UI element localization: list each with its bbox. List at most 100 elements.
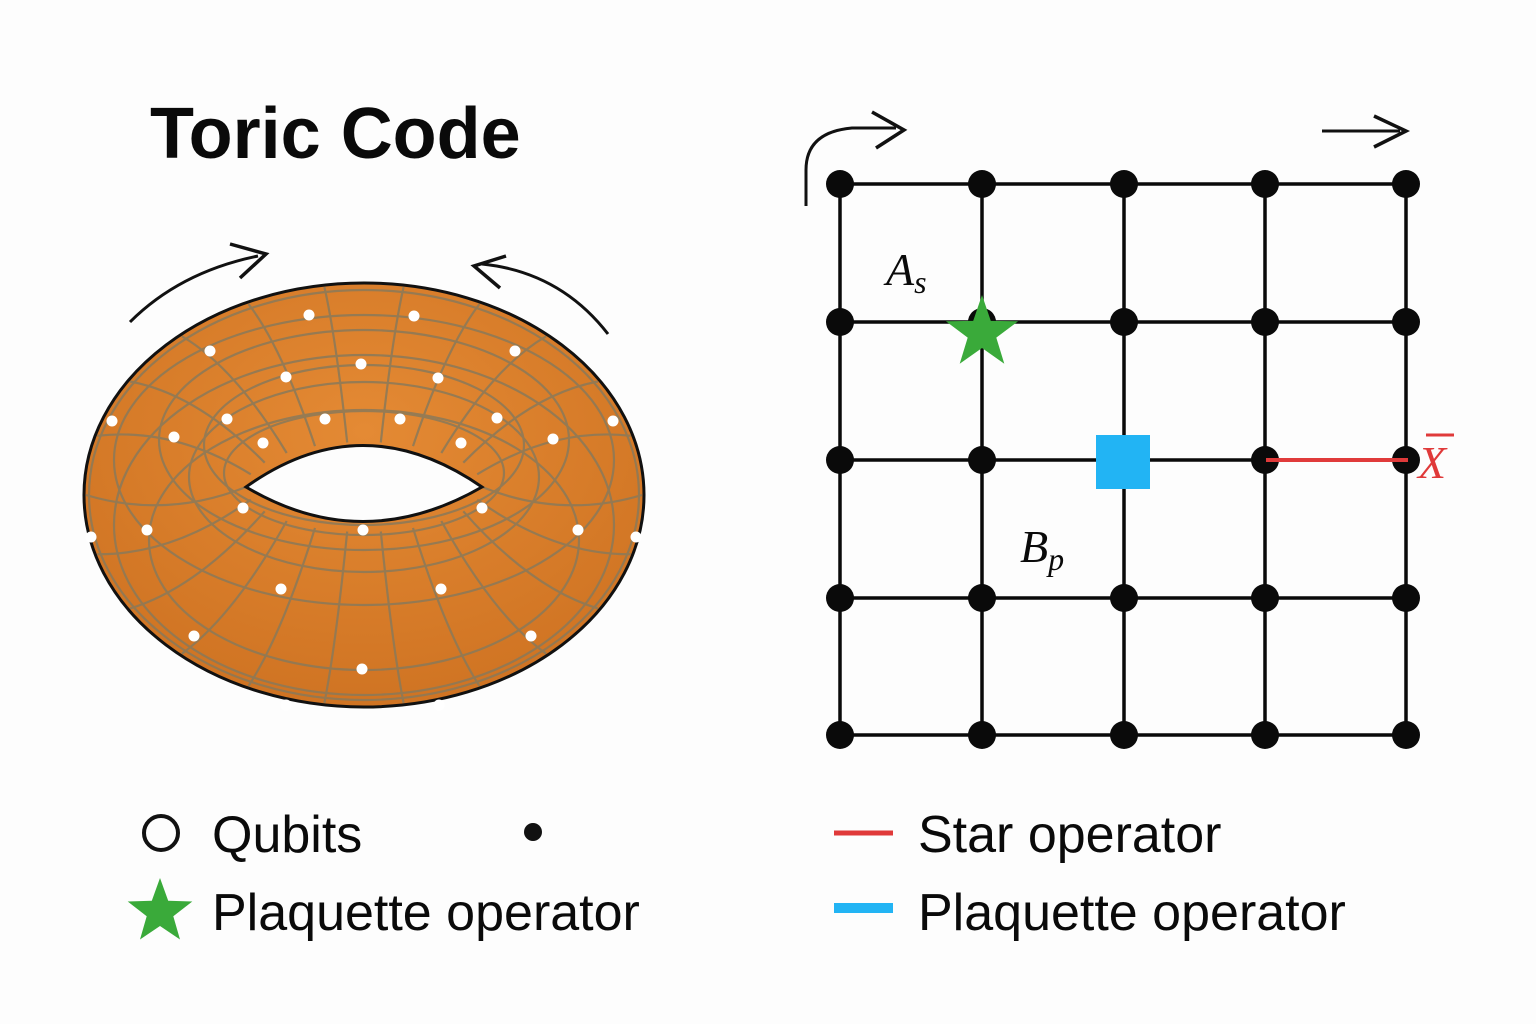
- qubit-dot: [491, 412, 503, 424]
- torus-grid-meridian: [323, 531, 349, 704]
- qubit-dot: [106, 415, 118, 427]
- torus-grid-meridian: [462, 380, 599, 464]
- square-icon: [1096, 435, 1150, 489]
- torus-grid-ring: [112, 313, 616, 607]
- torus-grid-ring: [157, 328, 571, 552]
- torus-grid-meridian: [481, 485, 643, 507]
- qubit-dot: [394, 413, 406, 425]
- qubit-dot: [188, 630, 200, 642]
- page-title: Toric Code: [150, 94, 521, 174]
- lattice-vertex: [968, 170, 996, 198]
- torus-grid-meridian: [379, 531, 405, 704]
- legend-star-operator-label: Star operator: [918, 806, 1222, 864]
- plaquette-operator-label: Bp: [1020, 521, 1064, 577]
- torus-grid-meridian: [247, 303, 317, 447]
- qubit-dot: [455, 437, 467, 449]
- torus-grid-meridian: [476, 498, 631, 556]
- torus-grid-ring: [112, 353, 616, 697]
- qubit-dot: [607, 415, 619, 427]
- lattice-vertex: [826, 584, 854, 612]
- qubit-dot: [280, 699, 292, 711]
- qubit-dot: [408, 310, 420, 322]
- torus-grid-ring: [187, 380, 541, 574]
- lattice-vertex: [826, 721, 854, 749]
- rotation-arrow-right: [470, 254, 610, 335]
- arrow-icon: [1373, 114, 1411, 149]
- qubit-dot: [547, 433, 559, 445]
- torus-grid-meridian: [462, 510, 599, 610]
- lattice-vertex: [1110, 170, 1138, 198]
- qubit-dot: [433, 699, 445, 711]
- torus-grid-meridian: [181, 335, 288, 454]
- qubit-dot: [432, 372, 444, 384]
- torus: [82, 281, 646, 711]
- qubit-dot: [221, 413, 233, 425]
- qubit-dot: [141, 524, 153, 536]
- lattice-vertex: [1251, 584, 1279, 612]
- torus-grid-meridian: [411, 527, 481, 687]
- torus-grid-meridian: [129, 380, 266, 464]
- lattice-curved-arrow: [804, 110, 908, 206]
- lattice-vertex: [1251, 446, 1279, 474]
- torus-grid-meridian: [411, 303, 481, 447]
- star-icon: [127, 878, 193, 940]
- qubit-dot: [525, 630, 537, 642]
- lattice-vertex: [1392, 308, 1420, 336]
- logical-x-label: X: [1416, 433, 1454, 488]
- lattice-vertex: [826, 308, 854, 336]
- qubit-dot: [257, 437, 269, 449]
- qubit-dot: [168, 431, 180, 443]
- star-icon: [945, 295, 1019, 364]
- lattice-vertex: [968, 721, 996, 749]
- torus-hole-outline: [243, 444, 485, 523]
- lattice-vertex: [1251, 308, 1279, 336]
- arrow-icon: [470, 254, 507, 290]
- qubit-dot: [280, 371, 292, 383]
- torus-grid-meridian: [323, 286, 349, 443]
- torus-outline: [82, 281, 646, 709]
- qubit-dot: [435, 583, 447, 595]
- lattice-vertex: [1392, 170, 1420, 198]
- lattice-vertex: [1110, 308, 1138, 336]
- lattice-vertex: [1251, 170, 1279, 198]
- qubit-dot: [356, 663, 368, 675]
- lattice-vertex: [1110, 584, 1138, 612]
- lattice-vertex: [826, 170, 854, 198]
- qubit-dot: [237, 502, 249, 514]
- qubit-dot: [572, 524, 584, 536]
- torus-grid-meridian: [379, 286, 405, 443]
- lattice-vertex: [968, 446, 996, 474]
- qubit-dot: [319, 413, 331, 425]
- qubit-dot: [357, 524, 369, 536]
- torus-grid-meridian: [181, 520, 288, 655]
- arrow-icon: [229, 242, 270, 280]
- lattice-vertex: [1251, 721, 1279, 749]
- qubit-dot: [630, 531, 642, 543]
- qubit-dot: [303, 309, 315, 321]
- lattice-straight-arrow: [1322, 114, 1411, 149]
- square-lattice: [826, 170, 1420, 749]
- qubit-dot: [85, 531, 97, 543]
- torus-grid-meridian: [129, 510, 266, 610]
- qubit-dot: [509, 345, 521, 357]
- star-operator-label: As: [883, 244, 927, 300]
- qubit-dot: [476, 502, 488, 514]
- lattice-vertex: [968, 584, 996, 612]
- torus-body: [84, 283, 644, 707]
- torus-qubits: [85, 309, 642, 711]
- circle-icon: [142, 814, 180, 852]
- lattice-vertex: [826, 446, 854, 474]
- legend-plaquette-label-left: Plaquette operator: [212, 884, 640, 942]
- torus-grid-meridian: [247, 527, 317, 687]
- lattice-vertex: [1110, 721, 1138, 749]
- lattice-vertex: [1392, 584, 1420, 612]
- legend-plaquette-label-right: Plaquette operator: [918, 884, 1346, 942]
- torus-grid-meridian: [440, 520, 547, 655]
- torus-grid-meridian: [440, 335, 547, 454]
- legend-qubits-label: Qubits: [212, 806, 362, 864]
- lattice-vertex: [1392, 721, 1420, 749]
- qubit-dot: [355, 358, 367, 370]
- rotation-arrow-left: [128, 242, 270, 324]
- svg-text:X: X: [1416, 437, 1448, 488]
